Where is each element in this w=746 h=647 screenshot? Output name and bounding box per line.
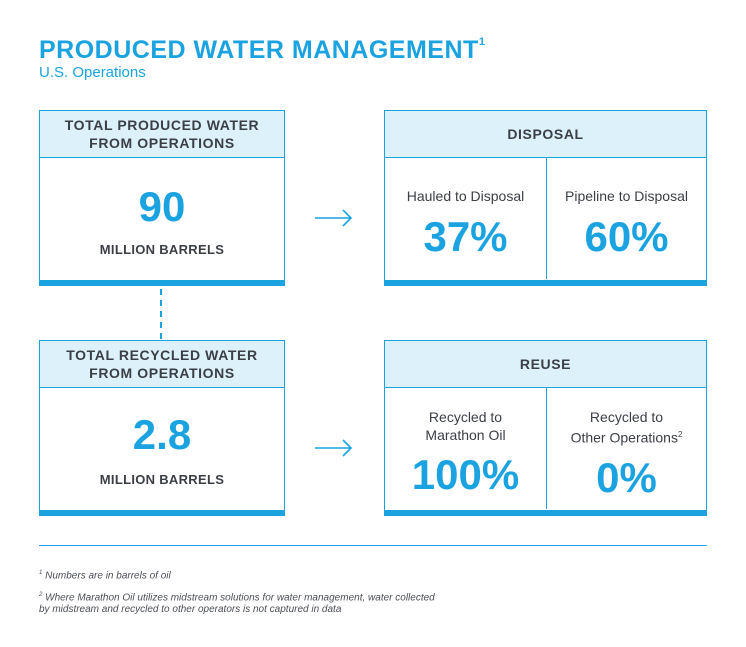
reuse-header: REUSE	[385, 341, 706, 388]
title-footnote-marker: 1	[478, 35, 486, 48]
produced-header-line1: TOTAL PRODUCED WATER	[64, 117, 260, 133]
produced-water-value: 90	[138, 183, 186, 230]
pipeline-column: Pipeline to Disposal 60%	[547, 158, 706, 279]
recycled-marathon-column: Recycled to Marathon Oil 100%	[385, 388, 546, 509]
hauled-label: Hauled to Disposal	[406, 188, 525, 204]
reuse-box: REUSE Recycled to Marathon Oil 100% Recy…	[384, 340, 707, 516]
produced-water-header: TOTAL PRODUCED WATER FROM OPERATIONS	[40, 111, 284, 158]
recycled-header-line2: FROM OPERATIONS	[89, 365, 235, 381]
recycled-water-bar	[39, 510, 285, 516]
produced-water-bar	[39, 280, 285, 286]
recycled-water-value: 2.8	[132, 411, 192, 458]
page-title: PRODUCED WATER MANAGEMENT1	[39, 36, 485, 65]
arrow-right-icon	[315, 209, 353, 227]
disposal-header-label: DISPOSAL	[507, 126, 584, 142]
reuse-header-label: REUSE	[519, 356, 572, 372]
recycled-other-label-text: Other Operations	[570, 429, 678, 446]
recycled-other-value: 0%	[596, 453, 657, 501]
recycled-header-line1: TOTAL RECYCLED WATER	[66, 347, 258, 363]
recycled-marathon-label-line1: Recycled to	[428, 409, 503, 425]
footnote-1-marker: 1	[39, 570, 43, 576]
disposal-box: DISPOSAL Hauled to Disposal 37% Pipeline…	[384, 110, 707, 286]
produced-header-line2: FROM OPERATIONS	[89, 135, 235, 151]
produced-water-box: TOTAL PRODUCED WATER FROM OPERATIONS 90 …	[39, 110, 285, 286]
recycled-water-box: TOTAL RECYCLED WATER FROM OPERATIONS 2.8…	[39, 340, 285, 516]
recycled-other-footnote-marker: 2	[677, 430, 683, 439]
page-subtitle: U.S. Operations	[39, 64, 146, 81]
dashed-connector	[160, 289, 162, 339]
hauled-column: Hauled to Disposal 37%	[385, 158, 546, 279]
recycled-other-column: Recycled to Other Operations2 0%	[547, 388, 706, 509]
disposal-body: Hauled to Disposal 37% Pipeline to Dispo…	[385, 158, 706, 279]
footnote-2-line1: Where Marathon Oil utilizes midstream so…	[45, 592, 435, 604]
footnote-2-marker: 2	[39, 592, 43, 598]
recycled-other-label-line2: Other Operations2	[547, 426, 706, 447]
pipeline-value: 60%	[584, 213, 669, 260]
footnote-1-text: Numbers are in barrels of oil	[45, 570, 171, 582]
footnote-2-line1-wrap: 2 Where Marathon Oil utilizes midstream …	[39, 589, 435, 604]
disposal-divider	[546, 158, 547, 279]
hauled-value: 37%	[423, 213, 508, 260]
reuse-divider	[546, 388, 547, 509]
disposal-bar	[384, 280, 707, 286]
reuse-body: Recycled to Marathon Oil 100% Recycled t…	[385, 388, 706, 509]
reuse-bar	[384, 510, 707, 516]
title-text: PRODUCED WATER MANAGEMENT	[39, 36, 479, 64]
recycled-other-label: Recycled to Other Operations2	[547, 408, 706, 447]
recycled-marathon-label-line2: Marathon Oil	[425, 427, 506, 443]
footnote-2: 2 Where Marathon Oil utilizes midstream …	[39, 589, 435, 616]
pipeline-label: Pipeline to Disposal	[565, 188, 688, 204]
footnote-1: 1 Numbers are in barrels of oil	[39, 567, 171, 582]
recycled-marathon-value: 100%	[411, 451, 520, 498]
recycled-water-unit: MILLION BARRELS	[99, 472, 225, 487]
recycled-marathon-label: Recycled to Marathon Oil	[385, 408, 546, 444]
produced-water-unit: MILLION BARRELS	[99, 242, 225, 257]
arrow-right-icon	[315, 439, 353, 457]
footnote-divider	[39, 545, 707, 546]
recycled-other-label-line1: Recycled to	[589, 409, 664, 425]
footnote-2-line2: by midstream and recycled to other opera…	[39, 604, 342, 616]
recycled-water-header: TOTAL RECYCLED WATER FROM OPERATIONS	[40, 341, 284, 388]
disposal-header: DISPOSAL	[385, 111, 706, 158]
